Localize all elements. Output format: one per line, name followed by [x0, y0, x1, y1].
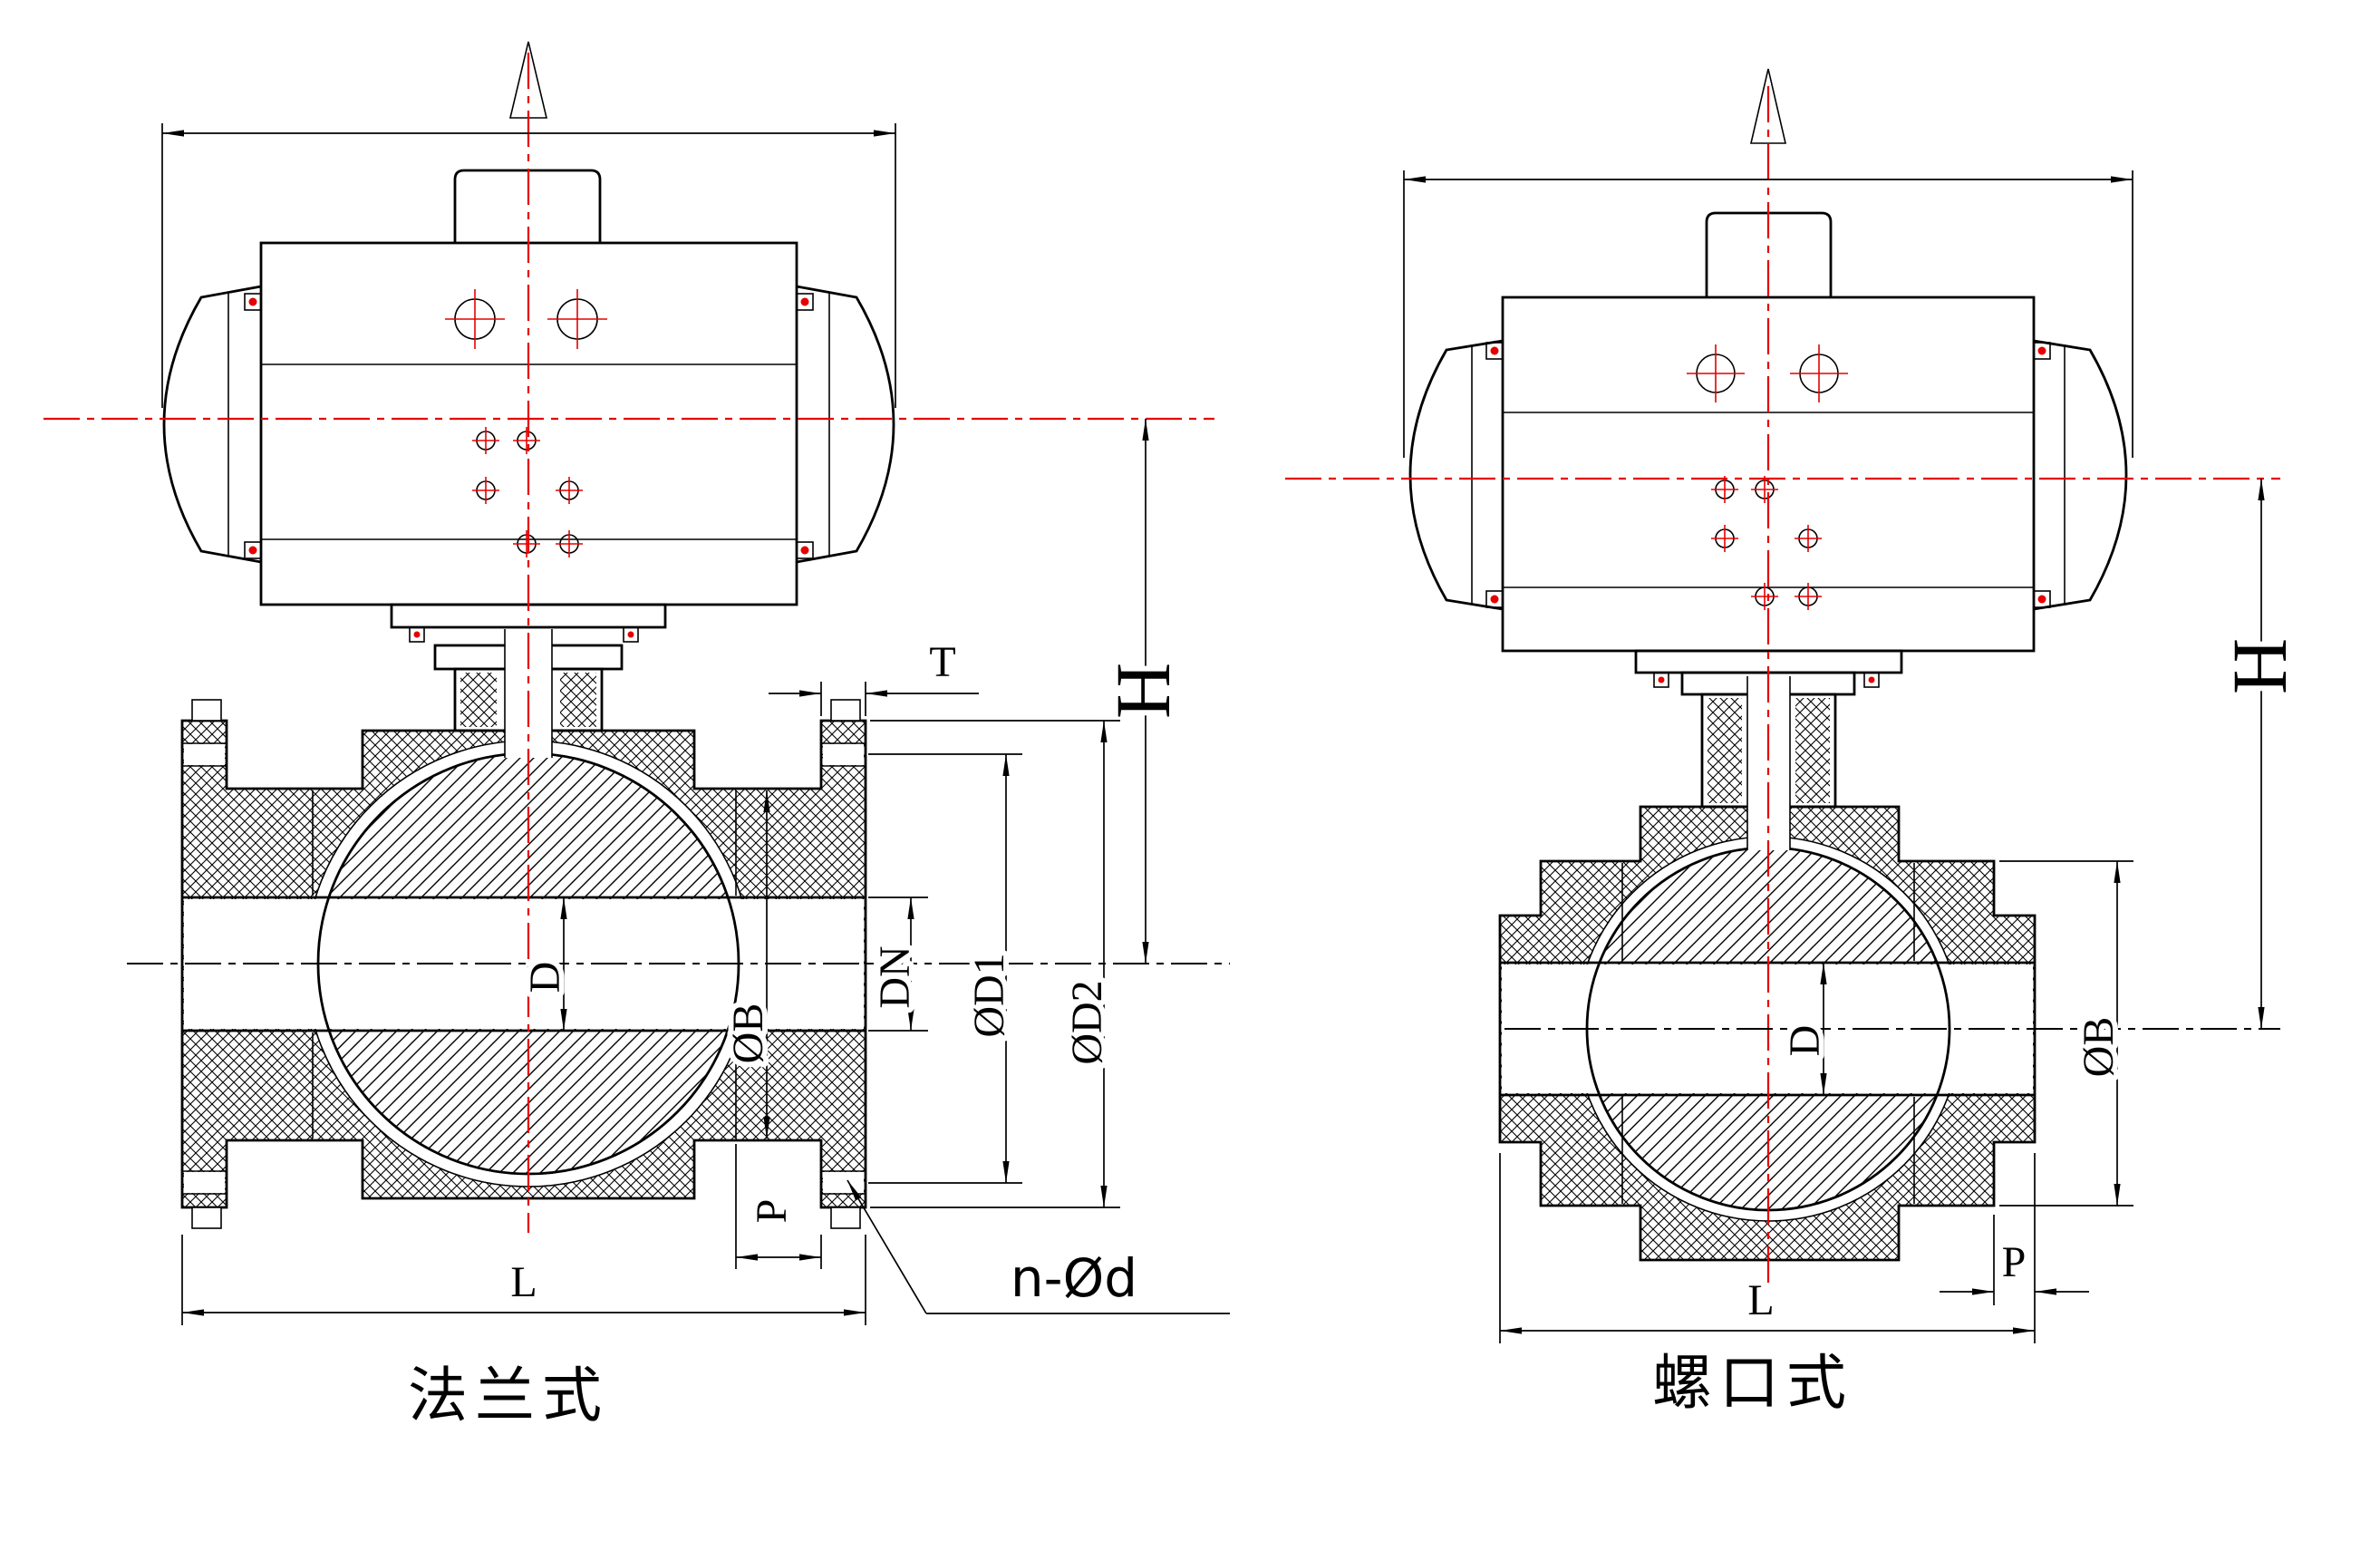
- dimension-H-right: H: [2211, 479, 2308, 1029]
- dim-label-phiD1: ØD1: [965, 953, 1013, 1037]
- dimension-phiB-right: ØB: [1999, 860, 2133, 1207]
- dim-label-phiD2: ØD2: [1063, 980, 1111, 1064]
- dim-label-H: H: [1099, 663, 1186, 719]
- caption-flanged: 法兰式: [408, 1361, 609, 1430]
- callout-n-phid: n-Ød: [847, 1179, 1230, 1314]
- callout-label-n-phid: n-Ød: [1011, 1247, 1137, 1309]
- actuator-endcap-left: [162, 285, 262, 564]
- pneumatic-actuator-right: [1408, 68, 2128, 653]
- actuator-endcap-right: [796, 285, 895, 564]
- dimension-D-left: D: [516, 897, 575, 1031]
- dim-label-T: T: [929, 638, 955, 686]
- threaded-view: H D ØB P L 螺口式: [1285, 68, 2308, 1418]
- dim-label-phiB: ØB: [2075, 1017, 2123, 1078]
- actuator-endcap-left: [1408, 339, 1504, 611]
- dim-label-H: H: [2216, 638, 2303, 694]
- dimension-actuator-width-right: [1403, 170, 2133, 458]
- mounting-bracket-right: [1634, 649, 1903, 809]
- flange-bolt-tab: [191, 1207, 222, 1229]
- dimension-phiD2: ØD2: [870, 720, 1120, 1208]
- dim-label-P: P: [2002, 1238, 2027, 1286]
- dimension-D-right: D: [1775, 963, 1834, 1095]
- dim-label-P: P: [748, 1199, 796, 1224]
- flange-bolt-tab: [191, 699, 222, 722]
- dim-label-DN: DN: [871, 945, 919, 1008]
- dimension-P-left: P: [735, 1144, 822, 1269]
- dimension-P-right: P: [1940, 1215, 2089, 1305]
- dim-label-D: D: [521, 962, 569, 993]
- dim-label-phiB: ØB: [724, 1003, 772, 1064]
- valve-body-flanged: [180, 629, 867, 1229]
- dimension-actuator-width-left: [161, 123, 896, 408]
- dimension-H-left: H: [1094, 419, 1192, 964]
- dimension-T: T: [769, 638, 979, 716]
- centerlines-right: [1285, 86, 2280, 1283]
- flange-bolt-tab: [830, 699, 861, 722]
- dim-label-L: L: [510, 1258, 537, 1306]
- dimension-phiD1: ØD1: [868, 753, 1022, 1184]
- flange-bolt-tab: [830, 1207, 861, 1229]
- dim-label-D: D: [1781, 1025, 1829, 1057]
- dimension-L-right: L: [1499, 1153, 2036, 1343]
- dimension-L-left: L: [181, 1235, 866, 1325]
- mounting-bracket-left: [390, 603, 667, 732]
- centerlines-left: [44, 53, 1230, 1233]
- dimension-DN: DN: [866, 896, 928, 1032]
- dim-label-L: L: [1747, 1276, 1774, 1324]
- caption-threaded: 螺口式: [1652, 1348, 1853, 1418]
- flanged-view: T H D ØB DN ØD1: [44, 41, 1230, 1430]
- actuator-endcap-right: [2033, 339, 2128, 611]
- dimension-phiB-left: ØB: [719, 790, 778, 1139]
